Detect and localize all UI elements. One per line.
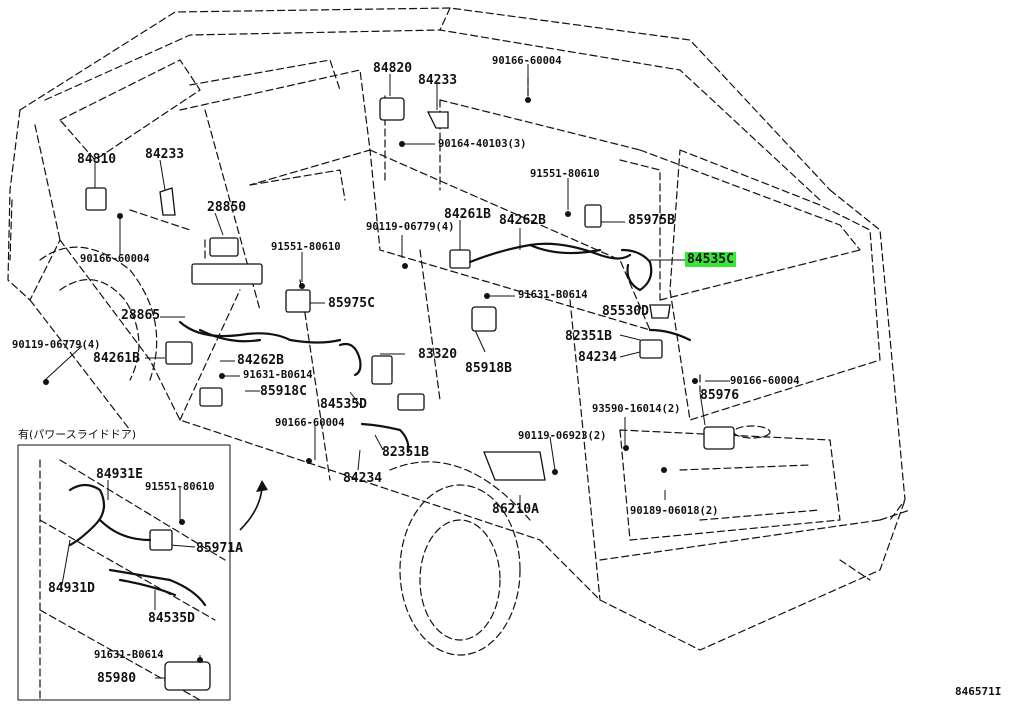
inset-caption: 有(パワースライドドア) [18, 428, 137, 441]
part-label-85976[interactable]: 85976 [700, 388, 740, 403]
part-label-91551-80610[interactable]: 91551-80610 [271, 241, 341, 253]
part-label-84535D[interactable]: 84535D [148, 611, 195, 626]
part-label-90119-06779[interactable]: 90119-06779(4) [366, 221, 455, 233]
part-label-91551-80610[interactable]: 91551-80610 [530, 168, 600, 180]
part-label-91631-B0614[interactable]: 91631-B0614 [243, 369, 313, 381]
part-label-84931D[interactable]: 84931D [48, 581, 95, 596]
part-label-84262B[interactable]: 84262B [499, 213, 546, 228]
part-label-90166-60004[interactable]: 90166-60004 [275, 417, 345, 429]
part-label-83320[interactable]: 83320 [418, 347, 458, 362]
part-label-85980[interactable]: 85980 [97, 671, 137, 686]
part-label-84261B[interactable]: 84261B [93, 351, 140, 366]
part-label-84931E[interactable]: 84931E [96, 467, 143, 482]
part-label-85918C[interactable]: 85918C [260, 384, 307, 399]
part-label-90164-40103[interactable]: 90164-40103(3) [438, 138, 527, 150]
part-label-84262B[interactable]: 84262B [237, 353, 284, 368]
part-label-85975B[interactable]: 85975B [628, 213, 675, 228]
part-label-84261B[interactable]: 84261B [444, 207, 491, 222]
part-label-82351B[interactable]: 82351B [565, 329, 612, 344]
figure-reference: 846571I [955, 685, 1002, 698]
part-label-85530D[interactable]: 85530D [602, 304, 649, 319]
part-label-90119-06779[interactable]: 90119-06779(4) [12, 339, 101, 351]
part-label-84234[interactable]: 84234 [578, 350, 618, 365]
part-label-84820[interactable]: 84820 [373, 61, 413, 76]
part-label-84535C-highlighted[interactable]: 84535C [685, 252, 736, 267]
part-label-91551-80610[interactable]: 91551-80610 [145, 481, 215, 493]
part-label-85975C[interactable]: 85975C [328, 296, 375, 311]
part-label-85918B[interactable]: 85918B [465, 361, 512, 376]
part-label-90119-06923[interactable]: 90119-06923(2) [518, 430, 607, 442]
part-label-90166-60004[interactable]: 90166-60004 [80, 253, 150, 265]
part-label-90166-60004[interactable]: 90166-60004 [730, 375, 800, 387]
part-label-84535D[interactable]: 84535D [320, 397, 367, 412]
part-label-91631-B0614[interactable]: 91631-B0614 [94, 649, 164, 661]
part-label-84233[interactable]: 84233 [418, 73, 458, 88]
part-label-90189-06018[interactable]: 90189-06018(2) [630, 505, 719, 517]
part-label-90166-60004[interactable]: 90166-60004 [492, 55, 562, 67]
part-label-84810[interactable]: 84810 [77, 152, 117, 167]
part-label-82351B[interactable]: 82351B [382, 445, 429, 460]
part-label-84234[interactable]: 84234 [343, 471, 383, 486]
part-label-28850[interactable]: 28850 [207, 200, 247, 215]
part-label-84233[interactable]: 84233 [145, 147, 185, 162]
part-label-28865[interactable]: 28865 [121, 308, 161, 323]
part-label-91631-B0614[interactable]: 91631-B0614 [518, 289, 588, 301]
part-label-93590-16014[interactable]: 93590-16014(2) [592, 403, 681, 415]
part-label-85971A[interactable]: 85971A [196, 541, 243, 556]
part-label-86210A[interactable]: 86210A [492, 502, 539, 517]
